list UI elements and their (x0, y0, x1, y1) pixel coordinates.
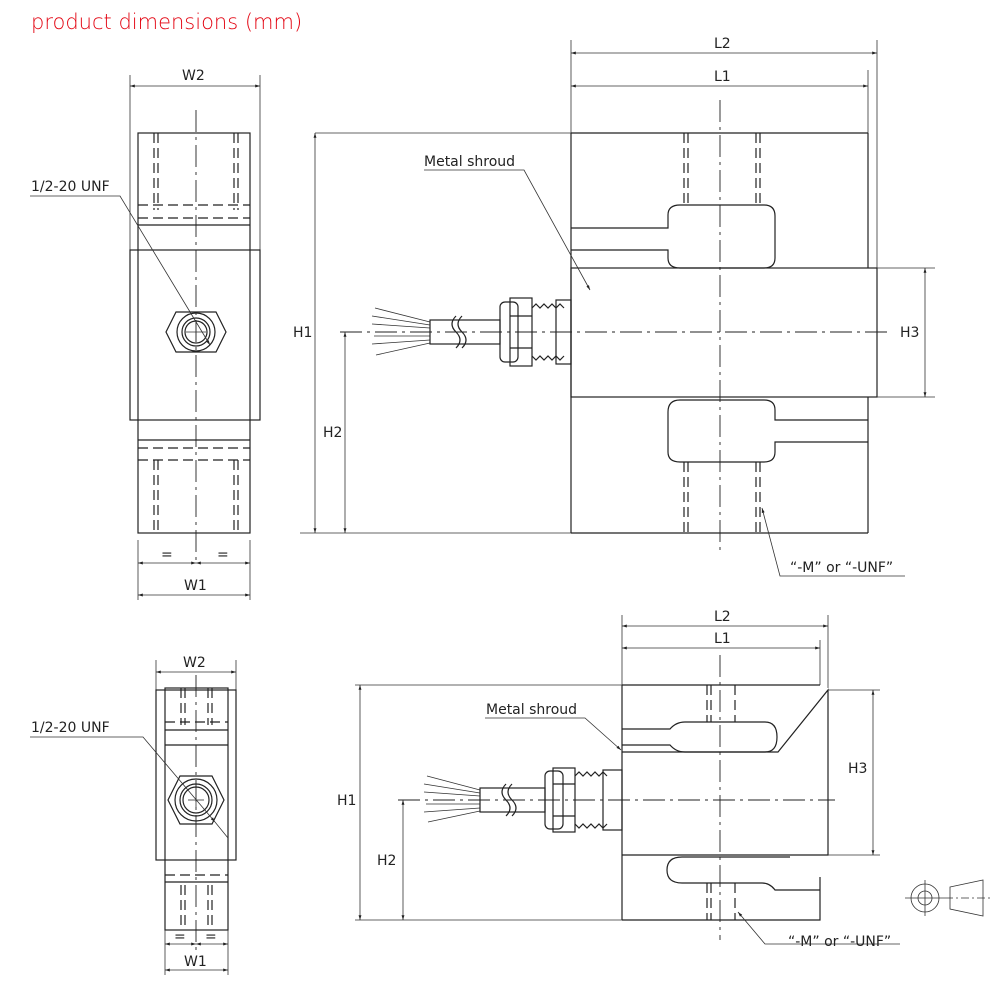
equal-left: = (174, 929, 186, 945)
top-side-view: W2 1/2-20 UNF = = W1 (30, 68, 261, 600)
dim-l1: L1 (714, 69, 731, 85)
cable-icon (371, 297, 572, 367)
equal-right: = (205, 929, 217, 945)
metal-shroud-label: Metal shroud (486, 702, 577, 718)
thread-option-label: “-M” or “-UNF” (788, 934, 891, 950)
equal-left: = (161, 547, 173, 563)
dim-l2: L2 (714, 36, 731, 52)
dim-h1: H1 (293, 325, 312, 341)
bottom-side-view: W2 1/2-20 UNF = = W1 (30, 655, 237, 975)
bottom-front-view: L2 L1 H1 H2 H3 (337, 609, 900, 950)
dim-l1: L1 (714, 631, 731, 647)
dim-w2: W2 (182, 68, 205, 84)
top-front-view: L2 L1 H1 H2 (293, 36, 935, 577)
dim-w1: W1 (184, 578, 207, 594)
equal-right: = (217, 547, 229, 563)
dim-h1: H1 (337, 793, 356, 809)
dim-h3: H3 (900, 325, 919, 341)
cable-gland-hex-icon (167, 775, 225, 825)
dim-w2: W2 (183, 655, 206, 671)
third-angle-projection-icon (905, 879, 990, 917)
dim-h2: H2 (323, 425, 342, 441)
cable-gland-hex-icon (165, 311, 227, 353)
thread-option-label: “-M” or “-UNF” (790, 560, 893, 576)
dim-l2: L2 (714, 609, 731, 625)
cable-icon (423, 767, 623, 833)
dim-w1: W1 (184, 954, 207, 970)
metal-shroud-label: Metal shroud (424, 154, 515, 170)
dim-h3: H3 (848, 761, 867, 777)
page-title: product dimensions (mm) (31, 10, 303, 34)
thread-label: 1/2-20 UNF (31, 179, 110, 195)
dim-h2: H2 (377, 853, 396, 869)
thread-label: 1/2-20 UNF (31, 720, 110, 736)
